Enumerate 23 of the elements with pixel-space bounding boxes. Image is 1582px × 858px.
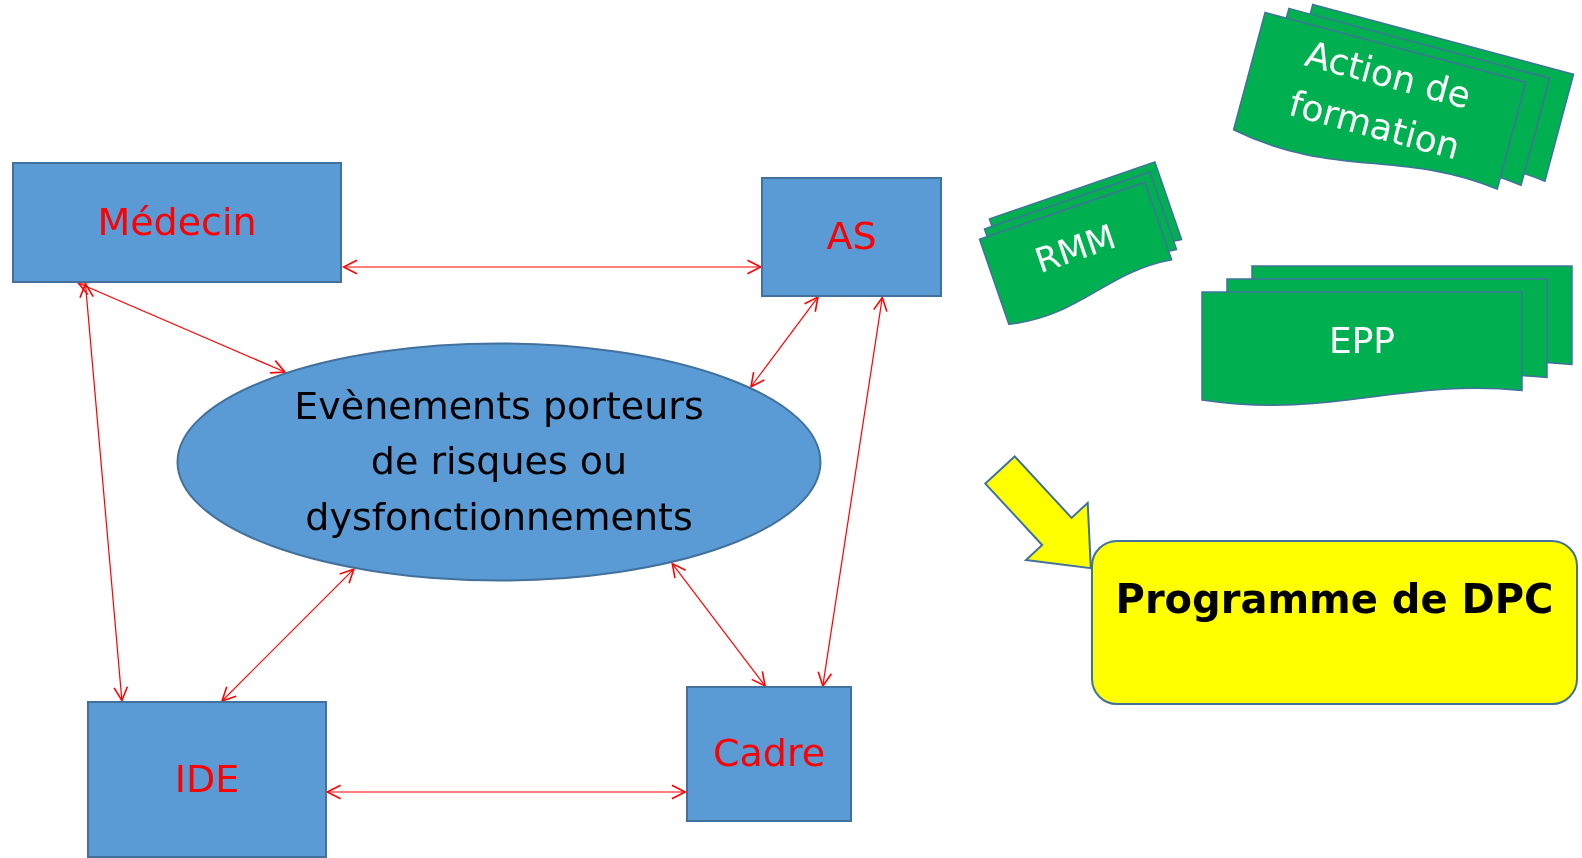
node-label: Evènements porteurs de risques ou dysfonctionnements [293,383,705,541]
node-label: RMM [1028,215,1122,284]
node-label: EPP [1328,319,1396,364]
role-box [761,177,942,297]
role-box [87,701,327,858]
node-label: Cadre [712,730,826,778]
node-label: Programme de DPC [1115,575,1554,624]
event-ellipse [176,342,822,582]
role-box [12,162,342,283]
double-arrow [77,281,286,374]
role-box [686,686,852,822]
node-label: Médecin [97,198,257,246]
double-arrow [671,562,766,687]
double-arrow [79,283,129,702]
double-arrow [326,784,686,800]
double-arrow [817,296,888,687]
double-arrow [750,296,819,388]
double-arrow [342,259,762,275]
node-label: IDE [174,755,240,803]
program-box [1091,540,1578,705]
double-arrow [221,568,355,702]
node-label: AS [826,213,877,261]
block-arrow [983,455,1092,570]
